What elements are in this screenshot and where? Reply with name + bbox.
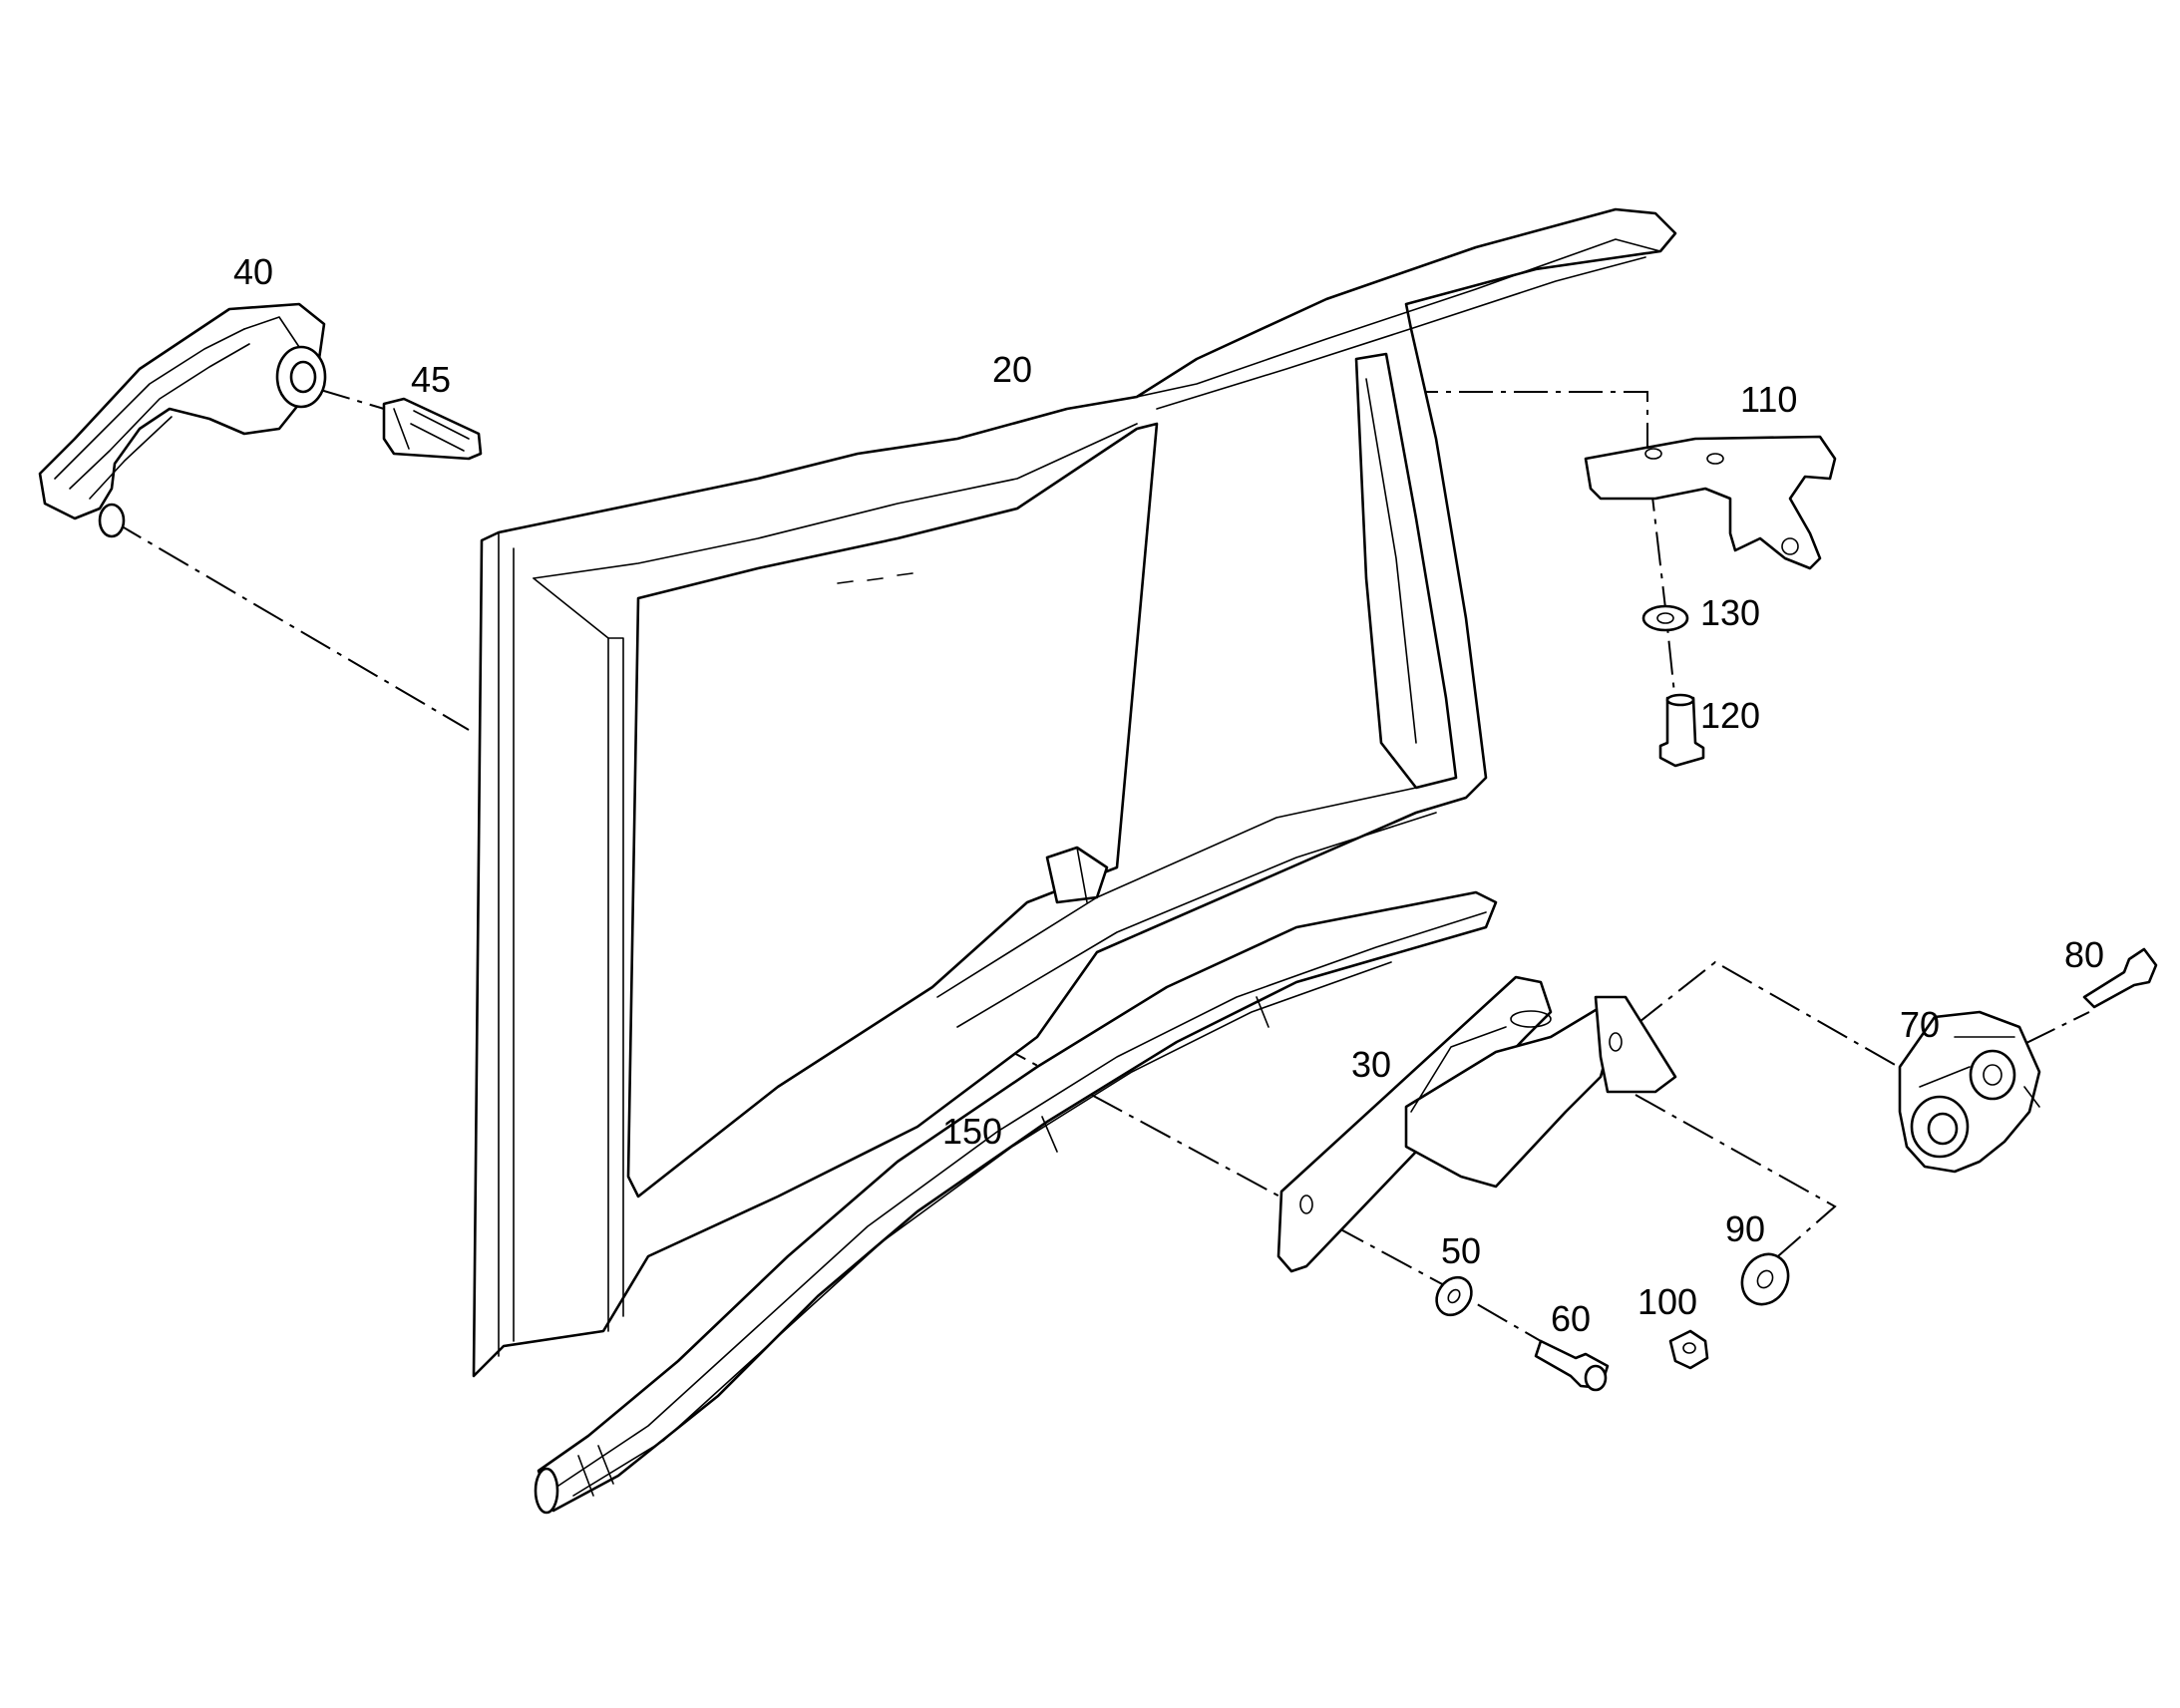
callout-120: 120	[1700, 695, 1760, 736]
callout-110: 110	[1740, 379, 1797, 420]
nut-part-100	[1668, 1329, 1709, 1370]
door-frame-part-20	[472, 207, 1677, 1378]
washer-part-90	[1740, 1252, 1790, 1306]
callout-50: 50	[1441, 1230, 1481, 1271]
upper-bracket-part-110	[1584, 435, 1837, 570]
latch-part-70	[1898, 1010, 2041, 1174]
screw-part-80	[2082, 947, 2158, 1009]
callout-20: 20	[992, 349, 1032, 390]
cap-screw-part-60	[1534, 1339, 1610, 1392]
lower-seal-strip-part-150	[534, 890, 1498, 1515]
callout-150: 150	[942, 1111, 1002, 1152]
callout-80: 80	[2064, 934, 2104, 975]
callout-60: 60	[1551, 1298, 1591, 1339]
callout-labels: 20 30 40 45 50 60 70 80 90 100 110 120 1…	[233, 251, 2104, 1339]
washer-part-50	[1435, 1275, 1473, 1317]
washer-part-130	[1641, 604, 1689, 632]
callout-45: 45	[411, 359, 451, 400]
clip-part-45	[382, 397, 483, 461]
leader-handle-to-clip	[316, 388, 385, 410]
bolt-part-120	[1658, 693, 1705, 768]
leader-latch70-to-bolt80	[2023, 1011, 2090, 1045]
door-handle-part-40	[38, 302, 327, 538]
callout-130: 130	[1700, 592, 1760, 633]
callout-100: 100	[1637, 1281, 1697, 1322]
hinge-bracket-part-30	[1276, 975, 1677, 1273]
callout-40: 40	[233, 251, 273, 292]
leader-bracket30-to-washer90	[1635, 1094, 1837, 1277]
callout-70: 70	[1900, 1004, 1940, 1045]
leader-handle-to-frame	[111, 519, 470, 731]
callout-90: 90	[1725, 1208, 1765, 1249]
callout-30: 30	[1351, 1044, 1391, 1085]
